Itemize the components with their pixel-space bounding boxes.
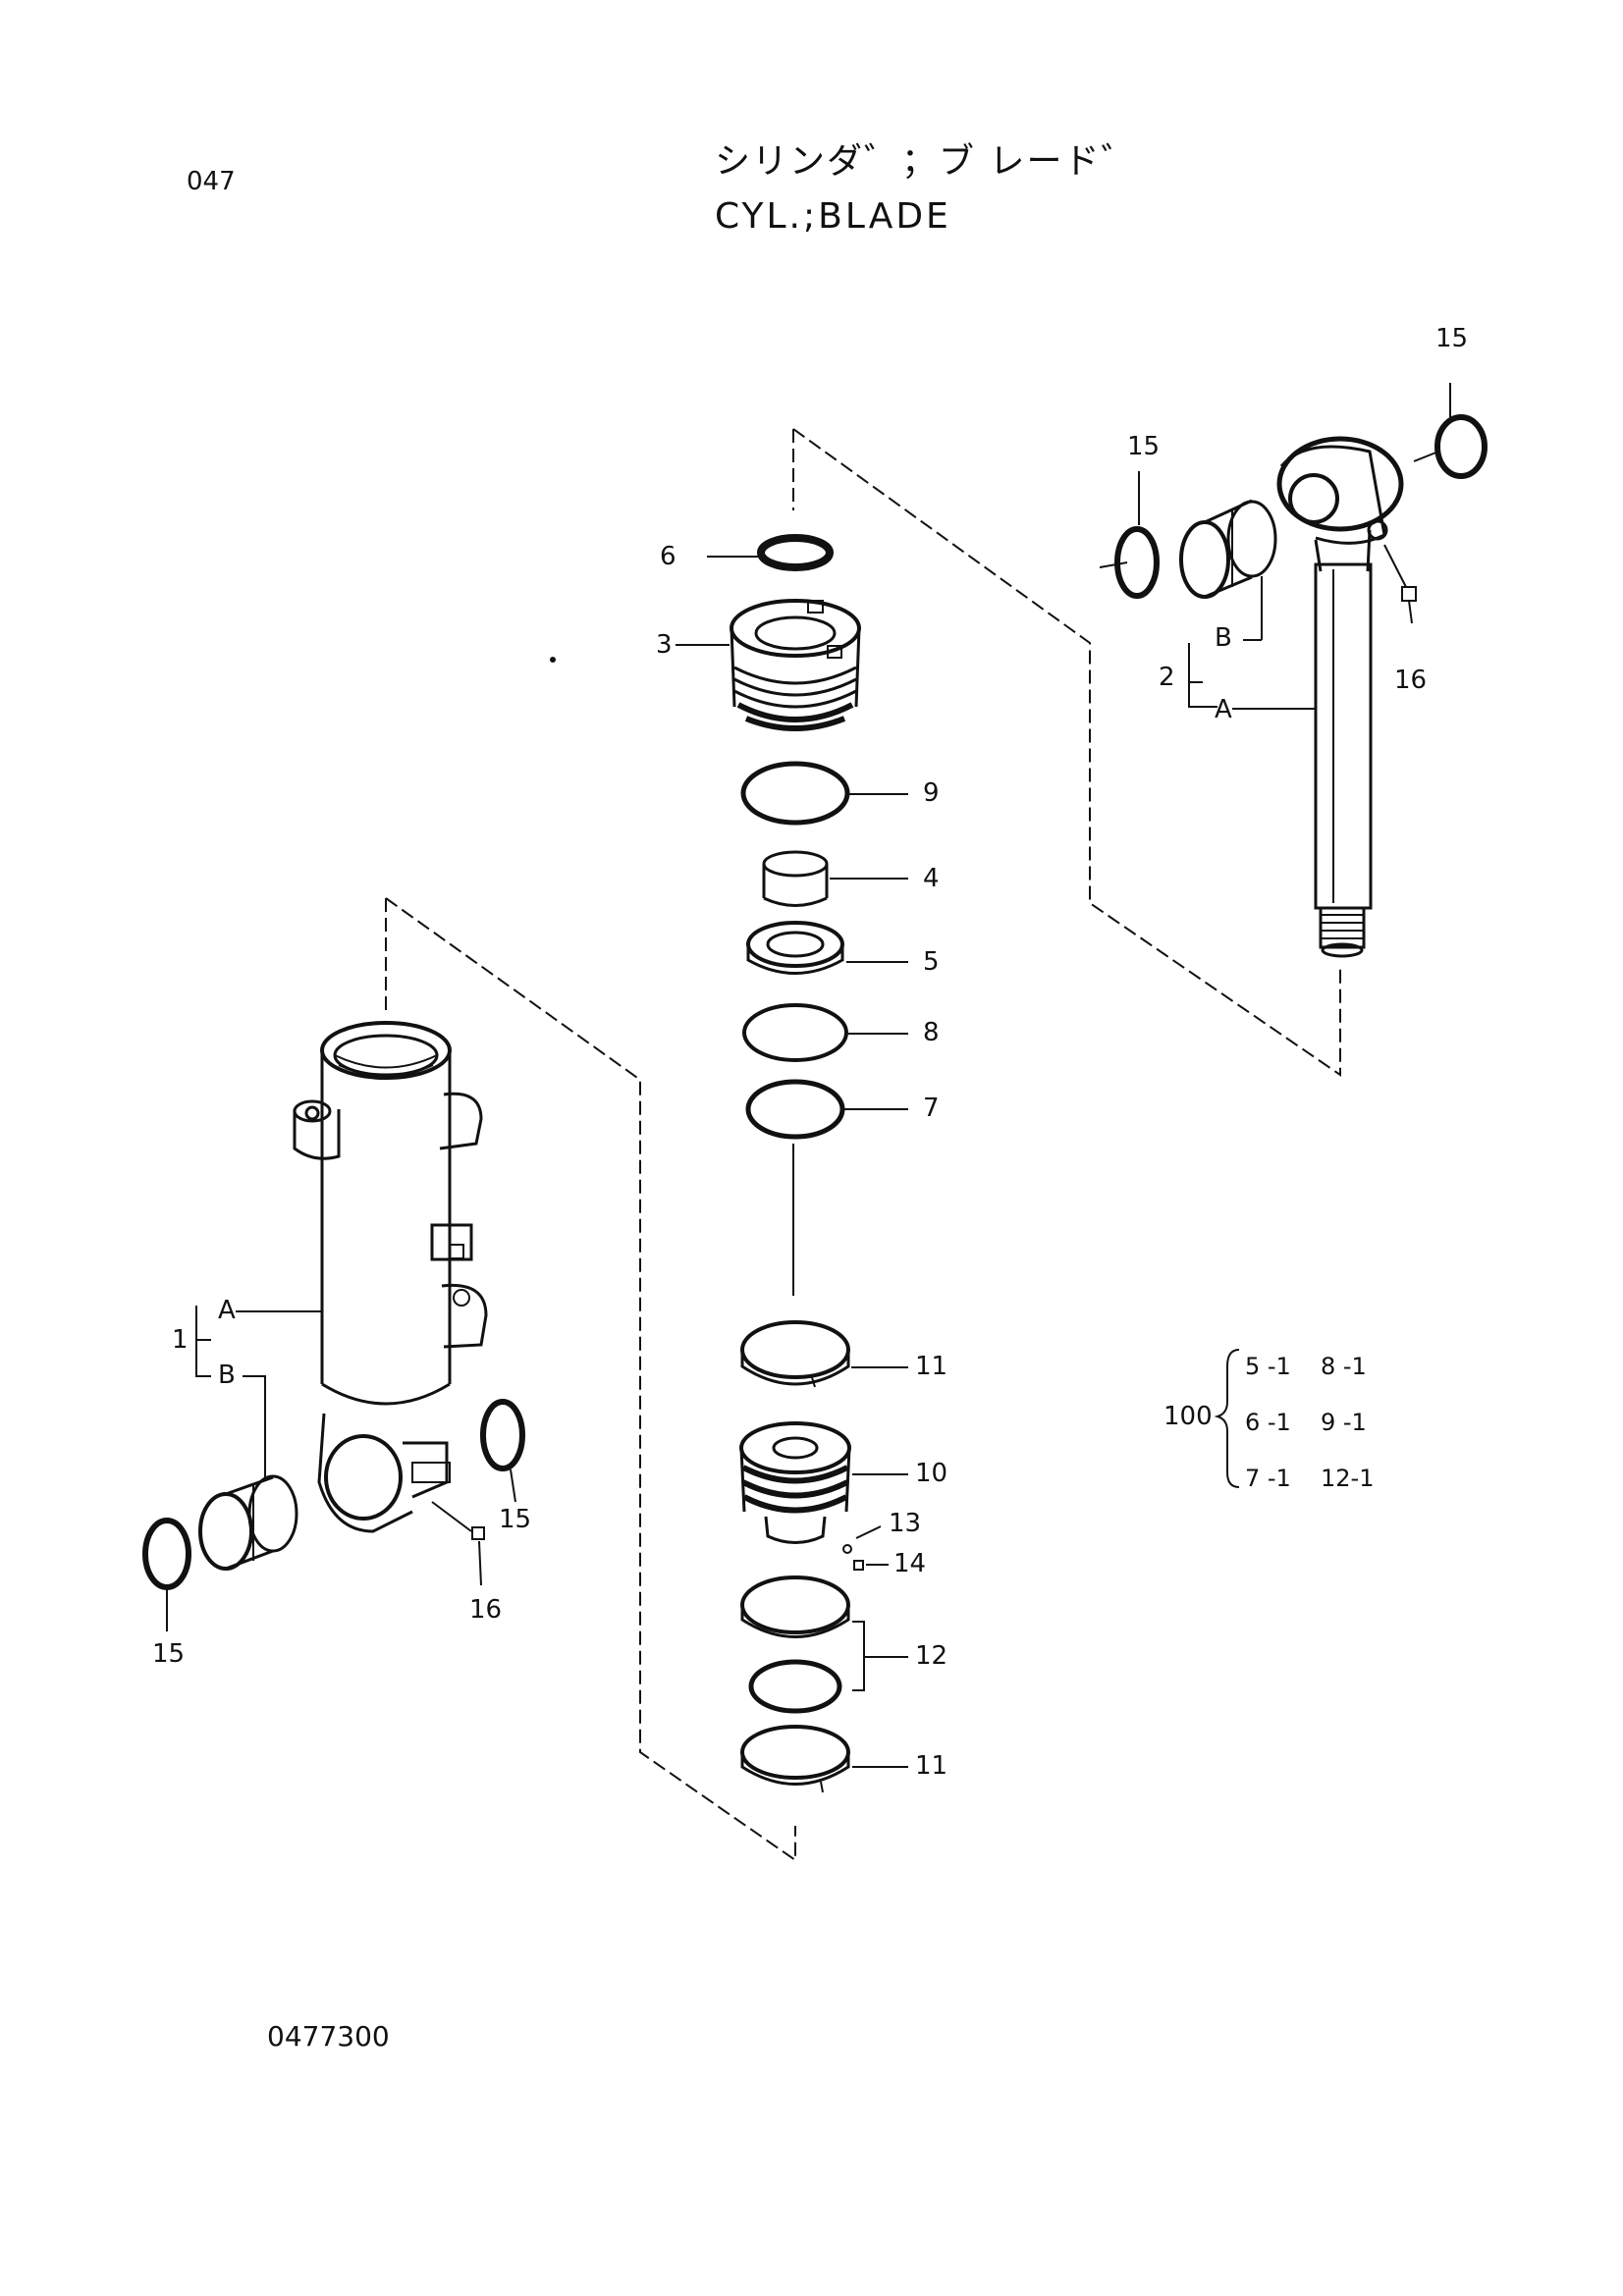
callout-10: 10 <box>915 1459 948 1488</box>
callout-1B: B <box>218 1361 236 1390</box>
set-screw-14-drawing <box>853 1560 864 1571</box>
callout-8: 8 <box>923 1018 940 1047</box>
seal-kit-item: 9 -1 <box>1321 1409 1367 1436</box>
steel-ball-13-drawing <box>842 1544 852 1554</box>
seal-5-drawing <box>746 921 908 975</box>
callout-3: 3 <box>656 630 673 660</box>
seal-kit-item: 12-1 <box>1321 1465 1375 1492</box>
page-title-japanese: シリンダ゛；ブ レード゛ <box>715 141 1139 182</box>
dust-seal-rod-right <box>1434 414 1488 479</box>
callout-11: 11 <box>915 1751 948 1781</box>
tube-leader-lines <box>166 1306 516 1631</box>
page-number: 047 <box>187 167 236 196</box>
grease-fitting-rod-drawing <box>1383 544 1417 624</box>
seal-kit-brace <box>1214 1349 1240 1488</box>
dust-seal-tube-left <box>142 1518 191 1590</box>
callout-5: 5 <box>923 947 940 977</box>
piston-rod-drawing <box>1276 436 1404 958</box>
backup-ring-8-drawing <box>742 1003 848 1062</box>
grease-fitting-tube-drawing <box>431 1501 485 1586</box>
callout-15: 15 <box>152 1639 186 1669</box>
dust-seal-tube-right <box>480 1399 525 1471</box>
callout-7: 7 <box>923 1094 940 1123</box>
callout-16: 16 <box>469 1595 503 1625</box>
o-ring-7-drawing <box>745 1079 845 1140</box>
figure-number: 0477300 <box>267 2020 390 2053</box>
callout-6: 6 <box>660 542 676 571</box>
callout-15: 15 <box>1127 432 1161 461</box>
stray-mark <box>550 657 556 663</box>
bushing-4-drawing <box>762 850 908 907</box>
callout-16: 16 <box>1394 666 1428 695</box>
callout-14: 14 <box>893 1549 927 1578</box>
seal-kit-item: 5 -1 <box>1245 1353 1291 1380</box>
callout-11: 11 <box>915 1352 948 1381</box>
callout-9: 9 <box>923 778 940 808</box>
seal-6-drawing <box>757 534 834 571</box>
callout-12: 12 <box>915 1641 948 1671</box>
rod-leader-lines <box>1138 383 1451 710</box>
callout-13: 13 <box>889 1509 922 1538</box>
callout-1: 1 <box>172 1325 189 1355</box>
center-line-guides <box>385 428 1341 1862</box>
callout-15: 15 <box>1435 324 1469 353</box>
piston-seal-12-drawing <box>740 1575 908 1714</box>
seal-kit-number: 100 <box>1163 1402 1213 1431</box>
dust-seal-rod-left <box>1114 526 1160 599</box>
tube-bushing-drawing <box>198 1474 298 1571</box>
page-title: CYL.;BLADE <box>715 196 951 237</box>
seal-kit-item: 6 -1 <box>1245 1409 1291 1436</box>
callout-1A: A <box>218 1296 236 1325</box>
wear-ring-11-lower-drawing <box>740 1725 908 1793</box>
head-3-drawing <box>676 599 861 731</box>
callout-2: 2 <box>1159 663 1175 692</box>
cylinder-tube-drawing <box>293 1021 488 1533</box>
callout-4: 4 <box>923 864 940 893</box>
seal-kit-item: 8 -1 <box>1321 1353 1367 1380</box>
seal-kit-item: 7 -1 <box>1245 1465 1291 1492</box>
callout-15: 15 <box>499 1505 532 1534</box>
callout-2A: A <box>1215 695 1232 724</box>
piston-10-drawing <box>739 1421 908 1544</box>
rod-bushing-drawing <box>1179 499 1277 599</box>
wear-ring-11-upper-drawing <box>740 1320 908 1388</box>
o-ring-9-drawing <box>740 761 850 826</box>
callout-2B: B <box>1215 623 1232 653</box>
